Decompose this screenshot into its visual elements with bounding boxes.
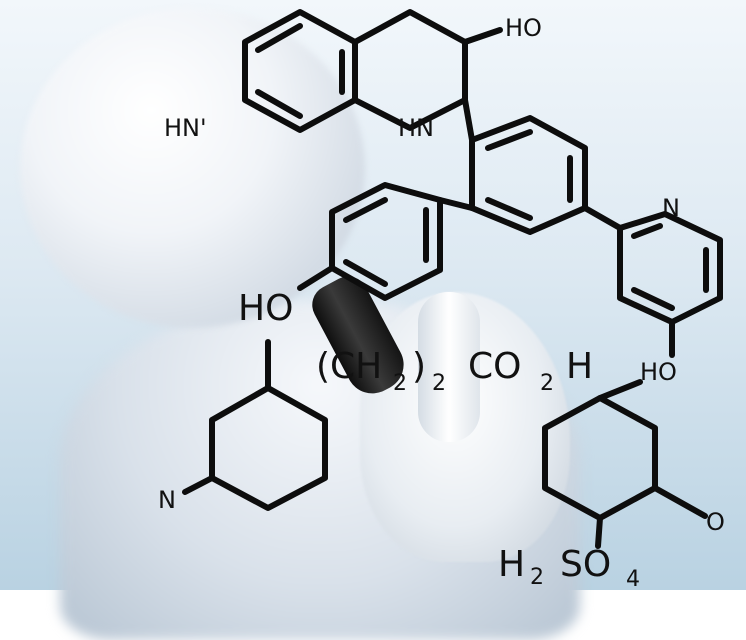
figure-finger [418,292,480,442]
formula-subscript-3: 2 [540,371,554,396]
formula-h: H [566,346,593,387]
left-ring-bonds [297,182,443,301]
label-so-subscript: 4 [626,567,640,590]
central-ring-bonds [437,115,623,235]
label-hn-ring: HN [398,114,434,142]
chemical-structure-drawing: HO HN' HN N HO (CH 2 ) 2 CO 2 H HO N O H… [158,9,725,590]
label-so-bottom: SO [560,544,611,585]
label-hn-left: HN' [164,114,207,142]
formula-subscript-1: 2 [393,371,407,396]
label-ho-top: HO [505,14,542,42]
label-n-bottom-left: N [158,486,176,514]
label-h-bottom: H [498,544,525,585]
formula-subscript-2: 2 [432,371,446,396]
label-o-right: O [706,508,725,536]
label-ho-left: HO [238,288,293,329]
pyridine-ring-bonds [617,211,723,358]
formula-main: (CH [316,346,382,387]
figure-head [20,8,365,328]
label-n-pyridine: N [662,194,680,222]
right-cyclohexane-bonds [542,379,708,549]
formula-close-paren: ) [412,346,426,387]
fused-ring-bonds [242,9,503,143]
label-h-subscript: 2 [530,565,544,590]
formula-co: CO [468,346,521,387]
left-cyclohexane-bonds [182,339,328,511]
label-ho-right: HO [640,358,677,386]
